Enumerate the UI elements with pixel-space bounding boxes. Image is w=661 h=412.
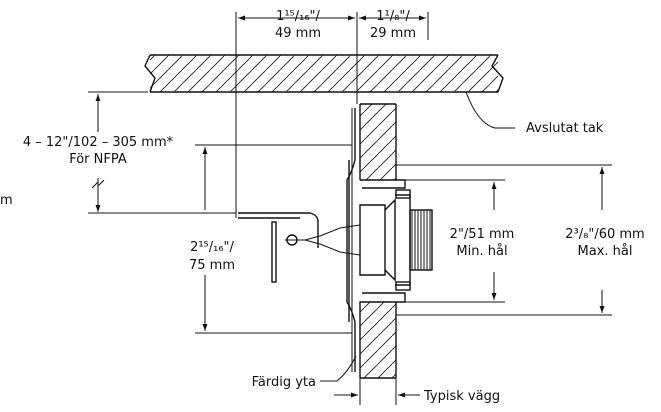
ceiling-label: Avslutat tak: [526, 121, 604, 136]
typical-wall-label: Typisk vägg: [423, 389, 500, 404]
drop-line2: För NFPA: [69, 152, 127, 167]
threaded-connection: [409, 209, 433, 271]
max-hole-line2: Max. hål: [578, 244, 633, 259]
width-right-line1: 1¹/₈"/: [376, 9, 410, 24]
finished-surface-label: Färdig yta: [252, 375, 316, 390]
width-left-line1: 1¹⁵/₁₆"/: [276, 9, 320, 24]
escutcheon-flange: [346, 108, 356, 372]
width-left-line2: 49 mm: [275, 26, 321, 41]
width-right-line2: 29 mm: [370, 26, 416, 41]
height-line2: 75 mm: [189, 258, 235, 273]
dimension-lines: [88, 12, 612, 405]
wall-lower: [359, 292, 406, 379]
wall-upper: [359, 103, 406, 189]
deflector: [238, 212, 319, 283]
max-hole-line1: 2³/₈"/60 mm: [565, 227, 644, 242]
height-line1: 2¹⁵/₁₆"/: [190, 240, 234, 255]
min-hole-line2: Min. hål: [456, 244, 507, 259]
ceiling-slab: [144, 54, 504, 93]
drop-line1: 4 – 12"/102 – 305 mm*: [23, 135, 174, 150]
min-hole-line1: 2"/51 mm: [450, 227, 515, 242]
cut-off-label: m: [0, 193, 13, 208]
